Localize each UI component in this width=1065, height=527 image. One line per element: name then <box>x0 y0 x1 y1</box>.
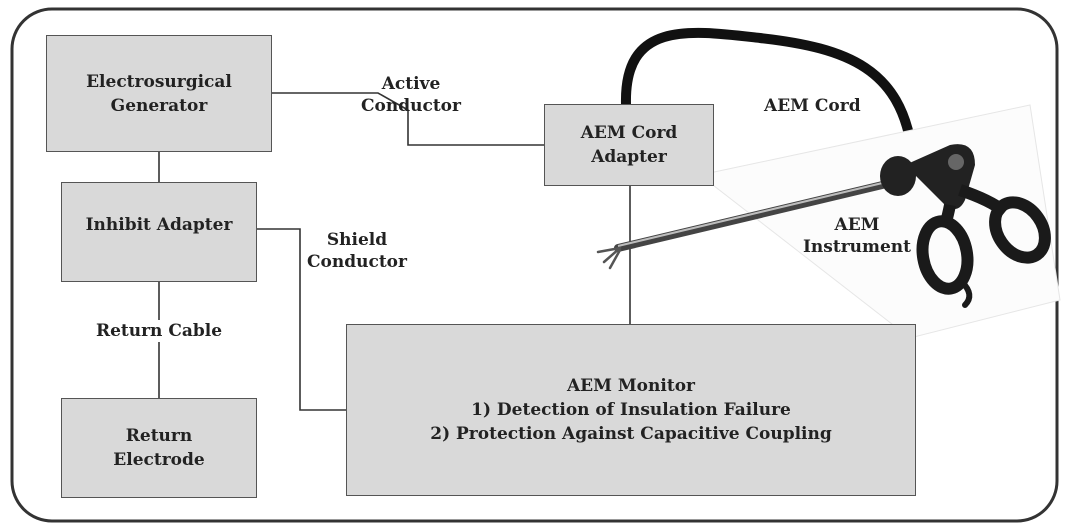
shield-label-line1: Shield <box>326 230 388 250</box>
connector-lines <box>158 92 631 411</box>
monitor-title: AEM Monitor <box>566 376 695 396</box>
generator-label-line1: Electrosurgical <box>86 71 232 92</box>
return-cable-label: Return Cable <box>84 320 234 342</box>
generator-label-line2: Generator <box>110 95 208 116</box>
cord-adapter-line2: Adapter <box>591 147 667 167</box>
instrument-shaft <box>614 178 899 252</box>
diagram-frame <box>10 7 1059 523</box>
active-conductor-line <box>272 92 544 146</box>
active-label-line2: Conductor <box>361 96 461 116</box>
aem-cord-cable <box>620 27 917 155</box>
cord-adapter-line1: AEM Cord <box>580 123 678 143</box>
shield-label-line2: Conductor <box>307 252 407 272</box>
active-label-line1: Active <box>381 74 441 94</box>
aem-cord-label: AEM Cord <box>764 96 861 116</box>
electrosurgical-generator-box: Electrosurgical Generator <box>46 35 272 152</box>
shield-conductor-label: Shield Conductor <box>302 229 412 273</box>
monitor-feature-1: 1) Detection of Insulation Failure <box>471 400 791 420</box>
instrument-label-line1: AEM <box>834 215 880 235</box>
monitor-feature-2: 2) Protection Against Capacitive Couplin… <box>430 424 832 444</box>
instrument-jaws <box>596 246 622 270</box>
finger-ring-bottom <box>916 215 974 295</box>
aem-cord-adapter-box: AEM Cord Adapter <box>544 104 714 186</box>
return-electrode-line1: Return <box>125 426 193 446</box>
aem-monitor-box: AEM Monitor 1) Detection of Insulation F… <box>346 324 916 496</box>
rotation-knob <box>880 156 916 196</box>
inhibit-adapter-box: Inhibit Adapter <box>61 182 257 282</box>
instrument-label-line2: Instrument <box>802 237 912 257</box>
return-electrode-line2: Electrode <box>113 450 205 470</box>
aem-instrument-label: AEM Instrument <box>797 214 917 258</box>
aem-instrument-device <box>596 144 1051 308</box>
active-conductor-label: Active Conductor <box>352 73 470 117</box>
inhibit-adapter-label: Inhibit Adapter <box>85 215 233 235</box>
shield-conductor-line <box>257 228 346 411</box>
return-electrode-box: Return Electrode <box>61 398 257 498</box>
